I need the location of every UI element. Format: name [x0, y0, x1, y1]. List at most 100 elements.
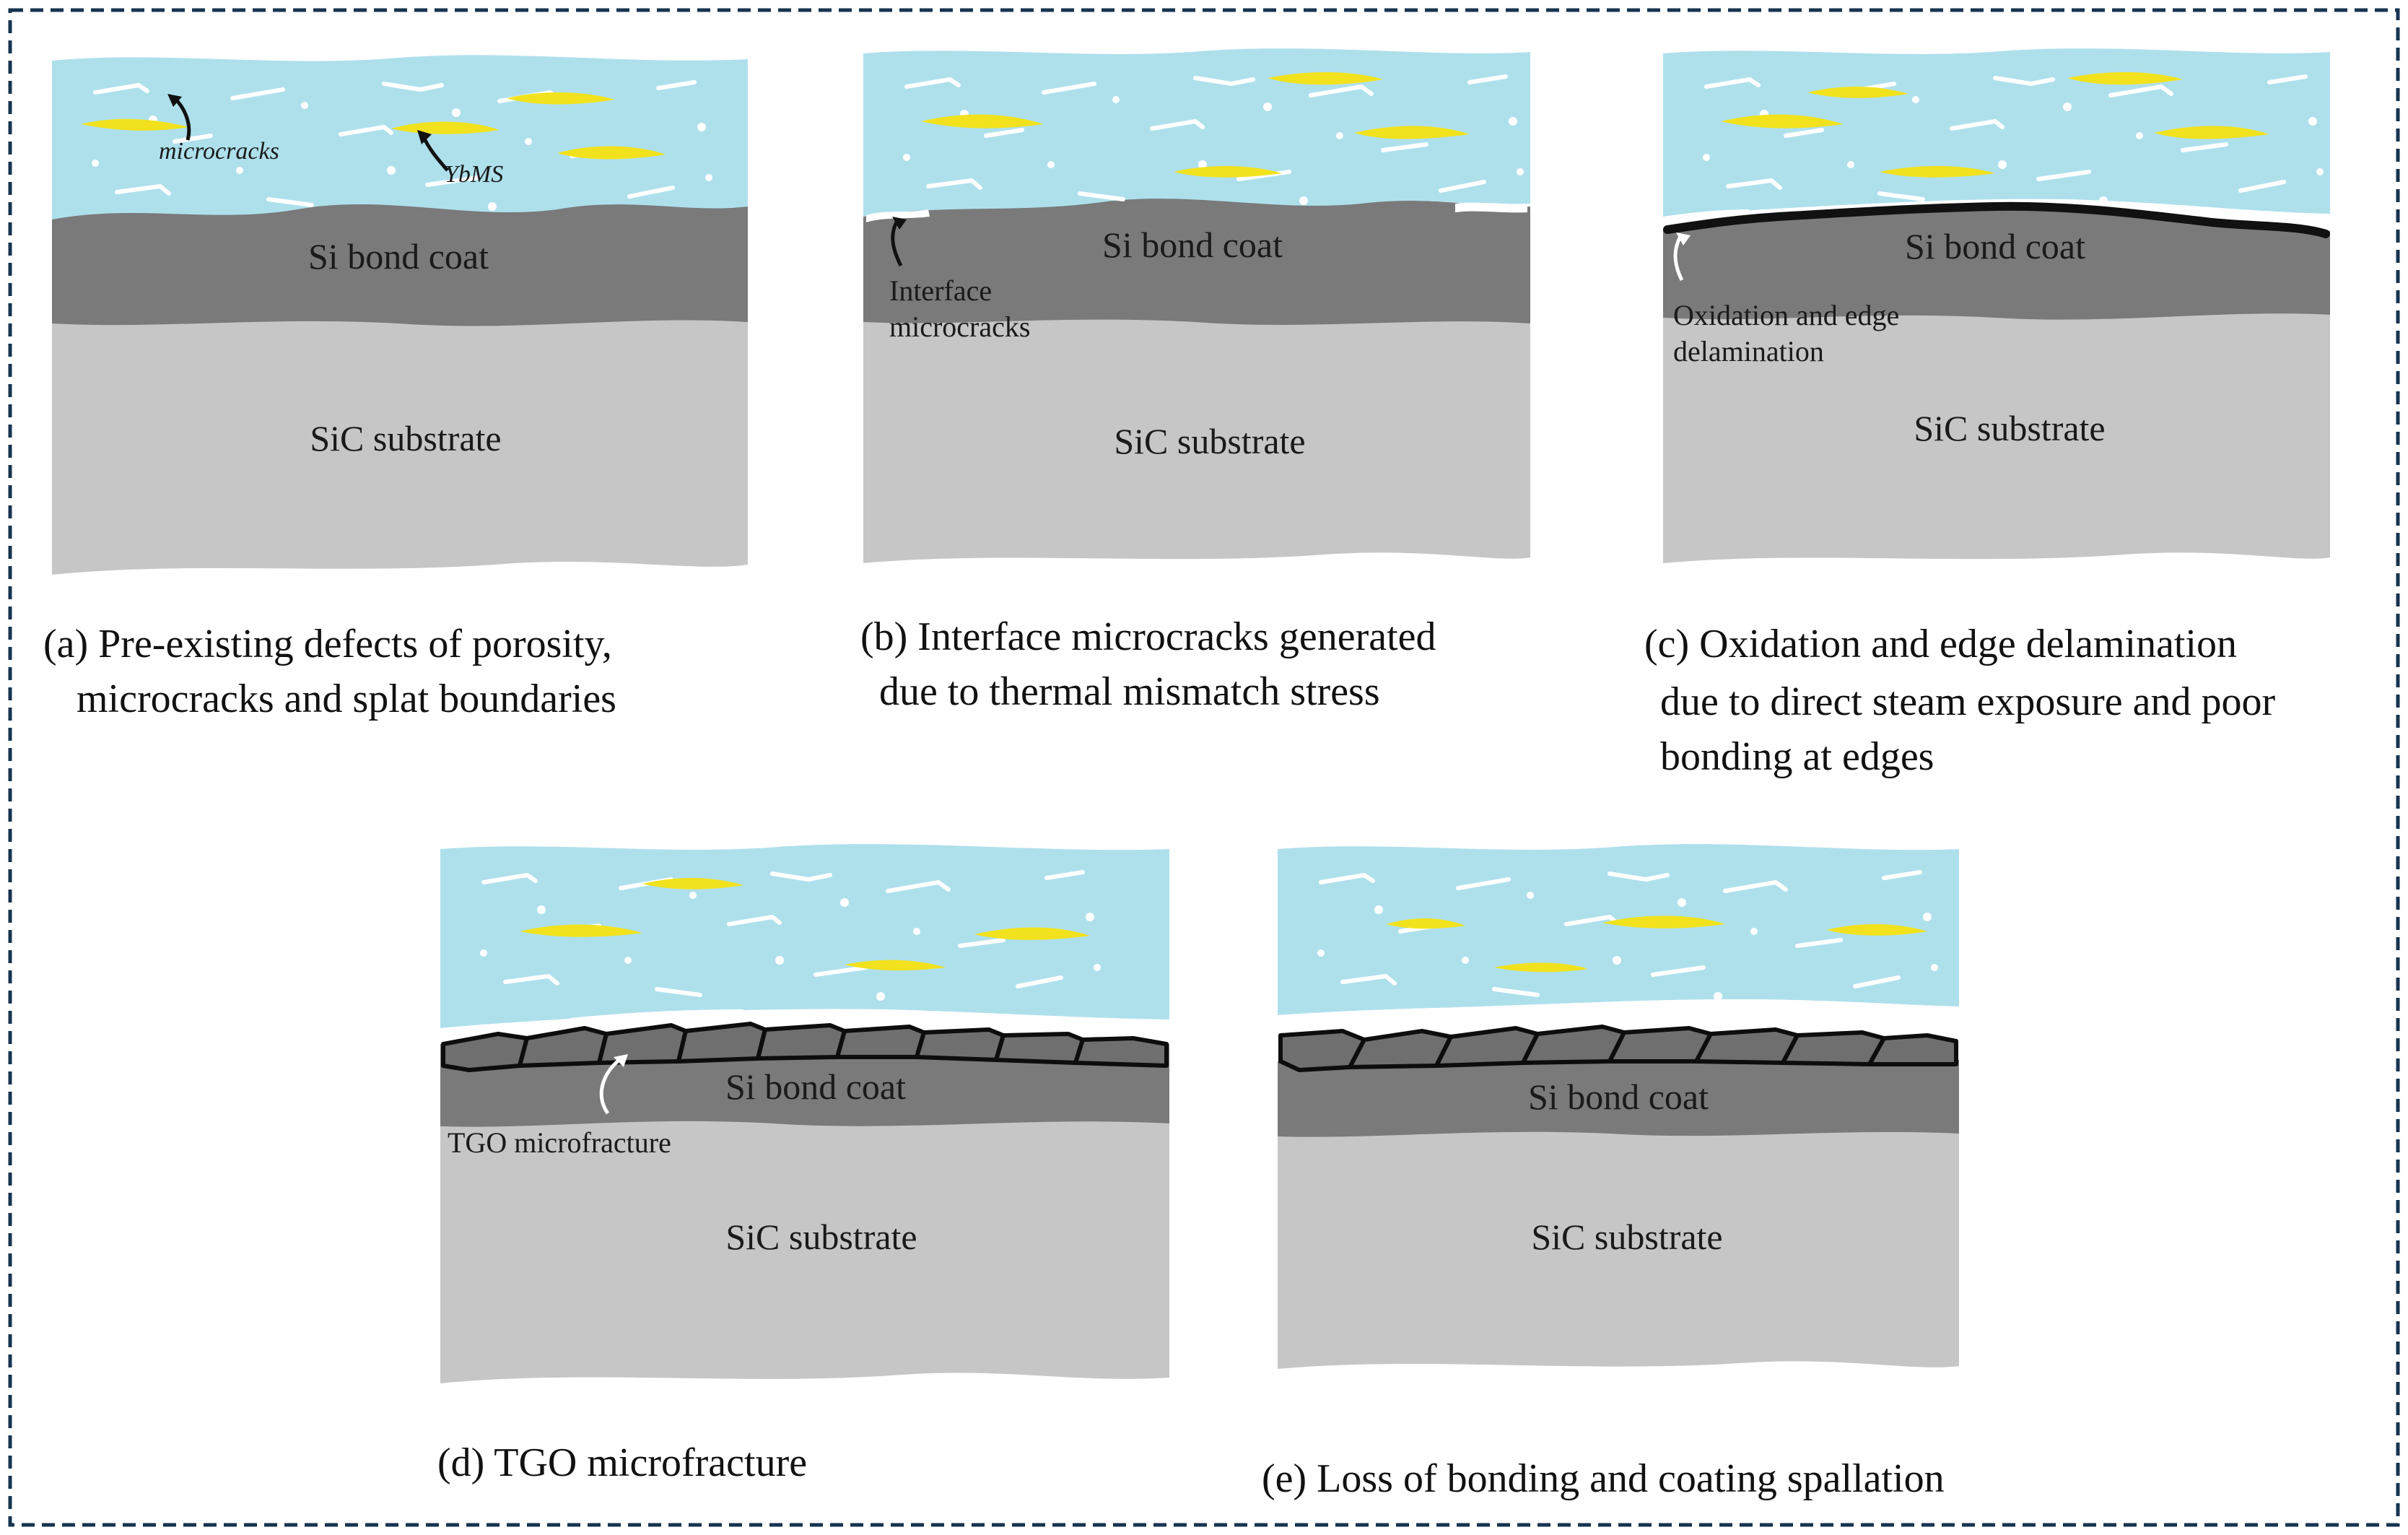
si-bond-coat-layer — [52, 199, 748, 326]
tgo-fractured-scale — [1278, 1025, 1958, 1072]
tgo-fragment — [1694, 1027, 1800, 1065]
microcracks-arrowhead — [167, 94, 182, 107]
tgo-fragment — [756, 1023, 847, 1061]
interface-microcrack-gap — [866, 209, 930, 222]
oxidation-arrowhead — [1676, 232, 1691, 245]
tgo-fragment — [1867, 1033, 1958, 1066]
substrate-label: SiC substrate — [725, 1217, 917, 1257]
caption-b: (b) Interface microcracks generated due … — [860, 614, 1436, 714]
ybms-splat — [642, 877, 743, 890]
ybms-splat — [557, 146, 666, 160]
ybms-splat — [1880, 165, 1995, 178]
panel-b: Interface microcracks Si bond coat SiC s… — [863, 48, 1530, 563]
interface-label: Interface — [889, 274, 992, 307]
tgo-fragment — [1073, 1036, 1169, 1068]
edge-delamination-gap — [1663, 209, 1750, 227]
sic-substrate-layer — [1663, 306, 2330, 563]
sic-substrate-layer — [1278, 1119, 1959, 1369]
caption-line: (e) Loss of bonding and coating spallati… — [1262, 1456, 1945, 1501]
ybms-splat — [845, 960, 946, 971]
si-bond-coat-layer — [1278, 1049, 1959, 1137]
bond-coat-label: Si bond coat — [308, 236, 489, 277]
ybms-splat — [1174, 165, 1282, 178]
figure-frame — [8, 8, 2400, 1527]
panel-e: Si bond coat SiC substrate — [1278, 844, 1959, 1369]
tgo-fragment — [835, 1025, 926, 1059]
bond-coat-label: Si bond coat — [1528, 1077, 1709, 1117]
ybms-splat — [1602, 916, 1725, 929]
sic-substrate-layer — [440, 1105, 1169, 1383]
ybms-splat — [1268, 71, 1383, 85]
caption-line: (c) Oxidation and edge delamination — [1644, 622, 2237, 666]
ybms-splat — [1807, 86, 1908, 98]
caption-line: (a) Pre-existing defects of porosity, — [43, 622, 612, 666]
tgo-fractured-scale — [441, 1022, 1169, 1072]
tgo-fragment — [994, 1032, 1085, 1065]
tgo-fragment — [518, 1026, 608, 1068]
ybms-splat — [921, 114, 1044, 129]
tgo-fragment — [676, 1022, 767, 1064]
bond-coat-label: Si bond coat — [725, 1066, 906, 1107]
caption-line: (b) Interface microcracks generated — [860, 614, 1436, 659]
tgo-fragment — [441, 1032, 529, 1072]
oxide-scale-line — [1663, 201, 2330, 238]
si-bond-coat-layer — [863, 193, 1530, 325]
ybms-topcoat-layer — [1278, 844, 1959, 1015]
caption-a: (a) Pre-existing defects of porosity, mi… — [43, 622, 616, 721]
tgo-fragment — [597, 1023, 688, 1065]
substrate-label: SiC substrate — [1114, 421, 1305, 461]
caption-line: microcracks and splat boundaries — [77, 677, 616, 721]
caption-e: (e) Loss of bonding and coating spallati… — [1262, 1456, 1945, 1501]
oxidation-label: delamination — [1673, 335, 1824, 368]
tgo-label: TGO microfracture — [448, 1126, 671, 1159]
substrate-label: SiC substrate — [1531, 1217, 1722, 1257]
sic-substrate-layer — [52, 308, 748, 575]
interface-label: microcracks — [889, 310, 1030, 343]
sic-substrate-layer — [863, 306, 1530, 563]
ybms-splat — [1826, 923, 1927, 936]
caption-c: (c) Oxidation and edge delamination due … — [1644, 622, 2276, 779]
caption-line: due to thermal mismatch stress — [879, 669, 1380, 714]
tgo-arrow — [599, 1058, 621, 1115]
interface-arrowhead — [892, 217, 907, 230]
panel-c: Oxidation and edge delamination Si bond … — [1663, 48, 2330, 563]
panel-a: microcracks YbMS Si bond coat SiC substr… — [52, 55, 748, 575]
si-bond-coat-layer — [1663, 206, 2330, 320]
spallation-gap — [1278, 999, 1959, 1034]
ybms-splat — [81, 118, 189, 131]
ybms-splat — [1354, 126, 1470, 139]
tgo-fragment — [1607, 1026, 1713, 1064]
edge-delamination-gap — [2241, 211, 2330, 227]
substrate-label: SiC substrate — [1914, 408, 2105, 448]
interface-arrow — [891, 218, 903, 267]
ybms-splat — [1386, 918, 1465, 929]
tgo-fragment — [1521, 1025, 1626, 1065]
caption-line: (d) TGO microfracture — [437, 1440, 807, 1485]
bond-coat-label: Si bond coat — [1905, 226, 2085, 266]
ybms-splat — [974, 927, 1090, 940]
oxidation-label: Oxidation and edge — [1673, 299, 1899, 331]
interface-microcrack-gap — [1455, 202, 1527, 213]
ybms-topcoat-layer — [440, 844, 1169, 1028]
substrate-label: SiC substrate — [310, 418, 501, 458]
ybms-label: YbMS — [445, 161, 503, 188]
ybms-splat — [2067, 71, 2183, 85]
caption-line: bonding at edges — [1660, 734, 1934, 779]
caption-line: due to direct steam exposure and poor — [1660, 679, 2276, 724]
interface-gap — [570, 1009, 743, 1030]
tgo-fragment — [1781, 1030, 1886, 1066]
bond-coat-label: Si bond coat — [1102, 225, 1283, 265]
tgo-arrowhead — [614, 1054, 628, 1067]
caption-d: (d) TGO microfracture — [437, 1440, 807, 1485]
ybms-splat — [507, 92, 615, 105]
panel-d: TGO microfracture Si bond coat SiC subst… — [440, 844, 1169, 1383]
microcracks-label: microcracks — [159, 138, 279, 165]
tgo-fragment — [1348, 1029, 1453, 1069]
ybms-splat — [520, 924, 642, 937]
ybms-splat — [2154, 126, 2269, 139]
ybms-splat — [1494, 962, 1588, 973]
tgo-fragment — [915, 1027, 1005, 1062]
ybms-splat — [1721, 114, 1844, 129]
ybms-arrowhead — [417, 130, 432, 144]
